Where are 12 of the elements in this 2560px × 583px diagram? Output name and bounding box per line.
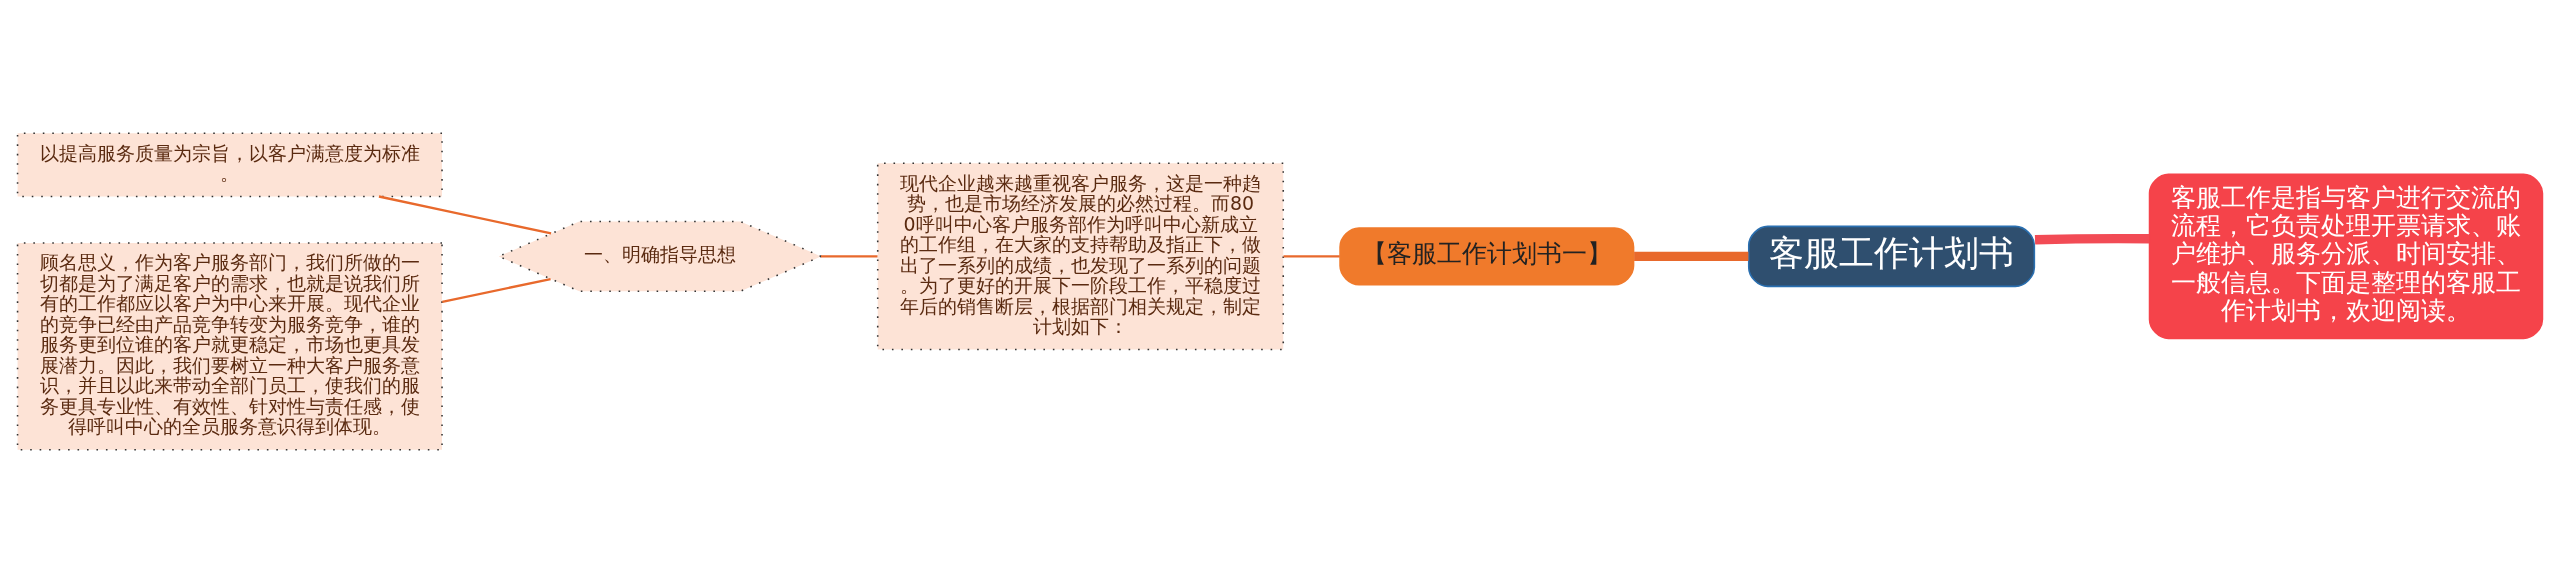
node-box: 客服工作计划书 bbox=[1747, 225, 2036, 288]
connector bbox=[2034, 233, 2150, 245]
connector bbox=[1634, 251, 1749, 262]
connector bbox=[821, 255, 878, 258]
connector bbox=[378, 195, 552, 235]
connector bbox=[442, 277, 551, 304]
node-box: 现代企业越来越重视客户服务，这是一种趋势，也是市场经济发展的必然过程。而800呼叫中心客户服务部作为呼叫中心新成立的工作组，在大家的支持帮助及指正下，做出了一系列的成绩，也发现了一系列的问题。为了更好的开展下一阶段工作，平稳度过年后的销售断层，根据部门相关规定，制定计划如下： bbox=[876, 162, 1285, 351]
node-box: 以提高服务质量为宗旨，以客户满意度为标准。 bbox=[16, 132, 443, 198]
node-box: 客服工作是指与客户进行交流的流程，它负责处理开票请求、账户维护、服务分派、时间安排、一般信息。下面是整理的客服工作计划书，欢迎阅读。 bbox=[2148, 173, 2544, 340]
node-box: 【客服工作计划书一】 bbox=[1339, 227, 1635, 286]
node-box: 顾名思义，作为客户服务部门，我们所做的一切都是为了满足客户的需求，也就是说我们所有的工作都应以客户为中心来开展。现代企业的竞争已经由产品竞争转变为服务竞争，谁的服务更到位谁的客户就更稳定，市场也更具发展潜力。因此，我们要树立一种大客户服务意识，并且以此来带动全部门员工，使我们的服务更具专业性、有效性、针对性与责任感，使得呼叫中心的全员服务意识得到体现。 bbox=[16, 242, 443, 451]
connector bbox=[1283, 255, 1340, 258]
